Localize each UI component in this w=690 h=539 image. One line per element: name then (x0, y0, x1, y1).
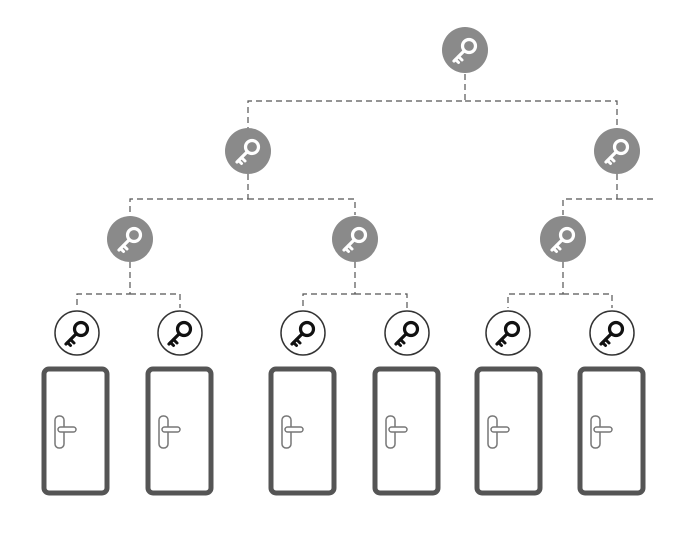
door-4 (372, 366, 441, 496)
connector-sub-master-2 (302, 262, 408, 308)
door-key-2-node (157, 310, 203, 356)
master-key-left-node (225, 128, 271, 174)
sub-master-key-3-node (540, 216, 586, 262)
connector-sub-master-3 (507, 262, 613, 308)
door-lever (57, 426, 77, 433)
door-lever (284, 426, 304, 433)
door-1 (41, 366, 110, 496)
connector-master-right (562, 174, 655, 215)
connector-root (247, 74, 618, 128)
connector-sub-master-1 (76, 262, 181, 308)
door-lever (593, 426, 613, 433)
sub-master-key-2-node (332, 216, 378, 262)
door-key-4-node (384, 310, 430, 356)
connectors (76, 74, 655, 308)
door-6 (577, 366, 646, 496)
door-5 (474, 366, 543, 496)
door-key-5-node (485, 310, 531, 356)
door-lever (490, 426, 510, 433)
master-key-right-node (594, 128, 640, 174)
sub-master-key-1-node (107, 216, 153, 262)
connector-master-left (129, 174, 356, 215)
door-2 (145, 366, 214, 496)
door-lever (388, 426, 408, 433)
door-lever (161, 426, 181, 433)
door-key-6-node (589, 310, 635, 356)
door-key-3-node (280, 310, 326, 356)
door-key-1-node (54, 310, 100, 356)
door-3 (268, 366, 337, 496)
grand-master-key-node (442, 27, 488, 73)
